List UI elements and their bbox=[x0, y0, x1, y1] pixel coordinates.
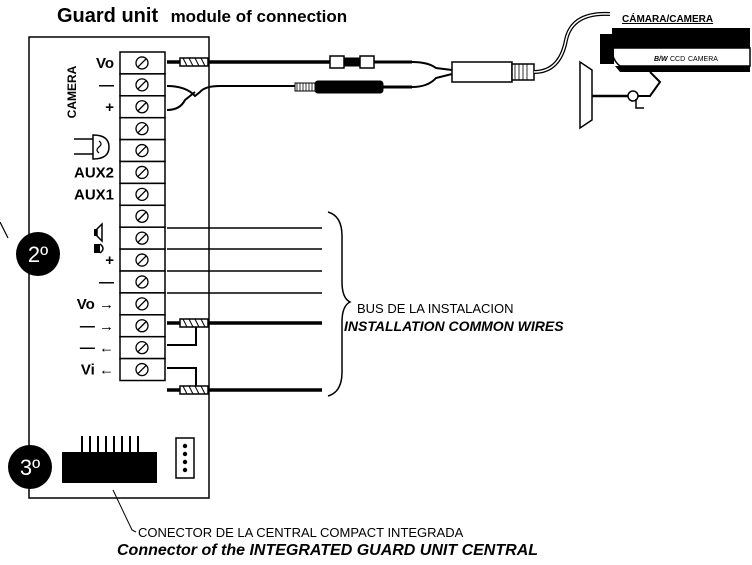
microphone-icon bbox=[94, 243, 104, 254]
terminal-block bbox=[119, 51, 166, 382]
door-lock-icon bbox=[74, 134, 110, 160]
camera-mark-camera: CAMERA bbox=[688, 56, 718, 63]
bus-label-en: INSTALLATION COMMON WIRES bbox=[344, 318, 564, 334]
badge-third: 3º bbox=[8, 445, 52, 489]
title-rest: module of connection bbox=[171, 7, 348, 26]
central-connector bbox=[62, 436, 157, 483]
connector-label-es: CONECTOR DE LA CENTRAL COMPACT INTEGRADA bbox=[138, 525, 464, 540]
camera-mark-bw: B/W bbox=[654, 56, 669, 63]
screw-icon bbox=[135, 253, 149, 267]
terminal-label-7: AUX1 bbox=[74, 186, 114, 203]
screw-icon bbox=[135, 231, 149, 245]
speaker-icon bbox=[94, 222, 103, 243]
screw-icon bbox=[135, 275, 149, 289]
bus-label-es: BUS DE LA INSTALACION bbox=[357, 301, 514, 316]
module-box bbox=[28, 36, 210, 499]
connector-label-en: Connector of the INTEGRATED GUARD UNIT C… bbox=[117, 542, 538, 559]
camera-group-label: CAMERA bbox=[65, 65, 79, 118]
camera: CÁMARA/CAMERA B/W CCD CAMERA bbox=[579, 12, 751, 130]
connector-leader bbox=[112, 489, 137, 533]
terminal-label-2: — bbox=[99, 77, 114, 94]
terminal-label-6: AUX2 bbox=[74, 164, 114, 181]
terminal-label-1: Vo bbox=[96, 55, 114, 72]
screw-icon bbox=[135, 165, 149, 180]
screw-icon bbox=[135, 56, 149, 70]
screw-icon bbox=[135, 297, 149, 311]
camera-wiring bbox=[166, 11, 611, 111]
screw-icon bbox=[135, 187, 149, 202]
svg-text:2º: 2º bbox=[28, 242, 48, 267]
title: Guard unit module of connection bbox=[57, 5, 347, 27]
camera-label: CÁMARA/CAMERA bbox=[622, 12, 713, 25]
badge-second: 2º bbox=[16, 232, 60, 276]
screw-icon bbox=[135, 319, 149, 333]
four-pin-connector bbox=[175, 437, 195, 479]
screw-icon bbox=[135, 143, 149, 158]
edge-mark bbox=[0, 221, 9, 239]
screw-icon bbox=[135, 100, 149, 114]
terminal-label-3: + bbox=[105, 99, 114, 116]
terminal-label-15: Vi ← bbox=[81, 362, 114, 379]
terminal-label-10: + bbox=[105, 252, 114, 269]
screw-icon bbox=[135, 340, 149, 355]
terminal-label-11: — bbox=[99, 274, 114, 291]
screw-icon bbox=[135, 362, 149, 377]
terminal-label-14: — ← bbox=[80, 340, 114, 357]
screw-icon bbox=[135, 209, 149, 223]
screw-icon bbox=[135, 121, 149, 136]
bus-wiring bbox=[167, 211, 352, 397]
screw-icon bbox=[135, 78, 149, 92]
title-bold: Guard unit bbox=[57, 5, 158, 27]
camera-mark-ccd: CCD bbox=[670, 56, 685, 63]
terminal-label-12: Vo → bbox=[77, 296, 114, 313]
svg-text:3º: 3º bbox=[20, 455, 40, 480]
terminal-label-13: — → bbox=[80, 318, 114, 335]
